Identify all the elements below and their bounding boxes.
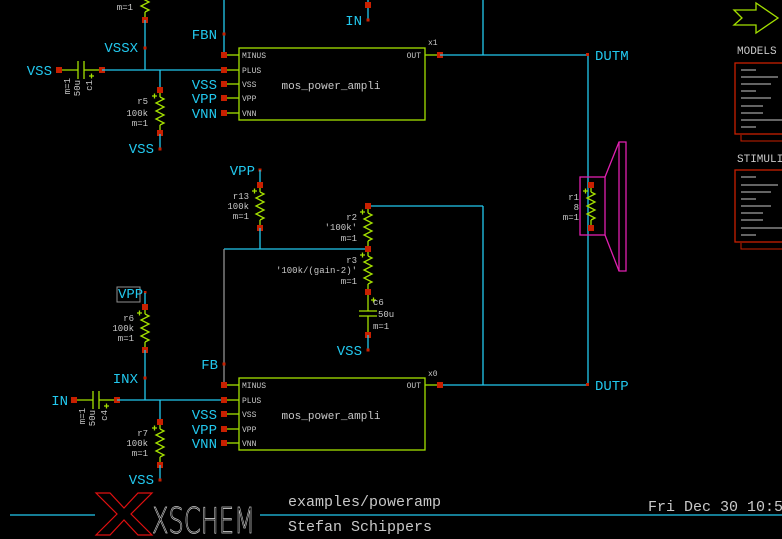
xschem-logo: XSCHEM [94, 492, 255, 539]
net-label-vnn: VNN [192, 107, 217, 123]
r13-m: m=1 [233, 212, 249, 222]
r7-value: 100k [126, 439, 148, 449]
pin-minus: MINUS [242, 52, 266, 61]
feedback-network: VPP r13 100k m=1 FB r2 '100k' m=1 r3 '10… [201, 164, 394, 385]
c6-value: 50u [378, 310, 394, 320]
logo-text: XSCHEM [152, 501, 255, 539]
schematic-path: examples/poweramp [288, 494, 441, 511]
c1-name: c1 [85, 80, 95, 91]
instance-name: x1 [428, 39, 438, 48]
resistor-r6[interactable] [136, 303, 150, 354]
c4-m: m=1 [78, 408, 88, 424]
r1-name: r1 [568, 193, 579, 203]
net-label-vpp: VPP [118, 287, 143, 303]
net-label-dutp: DUTP [595, 379, 629, 395]
stimuli-block[interactable]: STIMULI [734, 154, 782, 250]
symbol-name: mos_power_ampli [281, 411, 380, 423]
instance-name: x0 [428, 370, 438, 379]
top-amplifier-section: m=1 VSSX VSS m=1 50u c1 r5 100k m=1 VSS … [27, 0, 484, 158]
pin-vnn: VNN [242, 440, 257, 449]
symbol-name: mos_power_ampli [281, 81, 380, 93]
r6-m: m=1 [118, 334, 134, 344]
amplifier-x1[interactable]: MINUS PLUS VSS VPP VNN OUT x1 mos_power_… [192, 39, 443, 123]
pin-vss: VSS [242, 411, 257, 420]
net-label-vpp: VPP [192, 92, 217, 108]
pin-vss: VSS [242, 81, 257, 90]
pin-out: OUT [407, 382, 422, 391]
r3-value: '100k/(gain-2)' [276, 266, 357, 276]
resistor-r5[interactable] [151, 86, 165, 137]
net-label-vss: VSS [192, 408, 217, 424]
resistor-r13[interactable] [251, 181, 265, 232]
r13-name: r13 [233, 192, 249, 202]
document-icon [734, 169, 782, 243]
net-label-vpp: VPP [192, 423, 217, 439]
c4-name: c4 [100, 410, 110, 421]
resistor-r2[interactable] [359, 202, 373, 253]
net-label-dutm: DUTM [595, 49, 629, 65]
models-block[interactable]: MODELS [734, 46, 782, 142]
c1-m: m=1 [63, 78, 73, 94]
resistor-top[interactable] [136, 0, 150, 24]
net-label-fbn: FBN [192, 28, 217, 44]
r3-m: m=1 [341, 277, 357, 287]
r2-name: r2 [346, 213, 357, 223]
net-label-vnn: VNN [192, 437, 217, 453]
r3-name: r3 [346, 256, 357, 266]
r-top-m: m=1 [117, 3, 133, 13]
r5-value: 100k [126, 109, 148, 119]
launcher-arrow[interactable] [732, 1, 780, 35]
net-label-in: IN [345, 14, 362, 30]
c6-m: m=1 [373, 322, 389, 332]
c6-name: c6 [373, 298, 384, 308]
r2-m: m=1 [341, 234, 357, 244]
net-label-inx: INX [113, 372, 139, 388]
input-section: VPP r6 100k m=1 INX IN m=1 50u c4 r7 100… [51, 286, 224, 489]
speaker-r1[interactable]: r1 8 m=1 [563, 141, 627, 272]
c1-value: 50u [73, 80, 83, 96]
pin-plus: PLUS [242, 67, 261, 76]
r5-name: r5 [137, 97, 148, 107]
title-block: XSCHEM examples/poweramp Stefan Schipper… [10, 492, 782, 539]
resistor-r3[interactable] [359, 245, 373, 296]
net-label-in: IN [51, 394, 68, 410]
net-label-vss: VSS [129, 142, 154, 158]
models-label: MODELS [737, 46, 777, 58]
pin-vpp: VPP [242, 95, 257, 104]
resistor-r7[interactable] [151, 418, 165, 469]
r1-m: m=1 [563, 213, 579, 223]
r2-value: '100k' [325, 223, 357, 233]
r13-value: 100k [227, 202, 249, 212]
pin-minus: MINUS [242, 382, 266, 391]
document-icon [734, 62, 782, 135]
r7-m: m=1 [132, 449, 148, 459]
r7-name: r7 [137, 429, 148, 439]
net-label-vssx: VSSX [104, 41, 138, 57]
amplifier-x0[interactable]: MINUS PLUS VSS VPP VNN OUT x0 mos_power_… [192, 370, 443, 453]
date: Fri Dec 30 10:56 [648, 499, 782, 516]
output-section: DUTM DUTP [368, 49, 629, 395]
author: Stefan Schippers [288, 519, 432, 536]
arrow-icon[interactable] [732, 1, 780, 35]
net-label-vpp: VPP [230, 164, 255, 180]
r6-name: r6 [123, 314, 134, 324]
pin-out: OUT [407, 52, 422, 61]
r6-value: 100k [112, 324, 134, 334]
r5-m: m=1 [132, 119, 148, 129]
stimuli-label: STIMULI [737, 154, 782, 166]
pin-vnn: VNN [242, 110, 257, 119]
r1-value: 8 [574, 203, 579, 213]
net-label-vss: VSS [337, 344, 362, 360]
c4-value: 50u [88, 410, 98, 426]
capacitor-c4[interactable] [70, 390, 121, 410]
net-label-vss: VSS [129, 473, 154, 489]
net-label-fb: FB [201, 358, 218, 374]
capacitor-c1[interactable] [55, 60, 106, 80]
net-label-vss: VSS [27, 64, 52, 80]
pin-vpp: VPP [242, 426, 257, 435]
net-label-vss: VSS [192, 78, 217, 94]
pin-plus: PLUS [242, 397, 261, 406]
